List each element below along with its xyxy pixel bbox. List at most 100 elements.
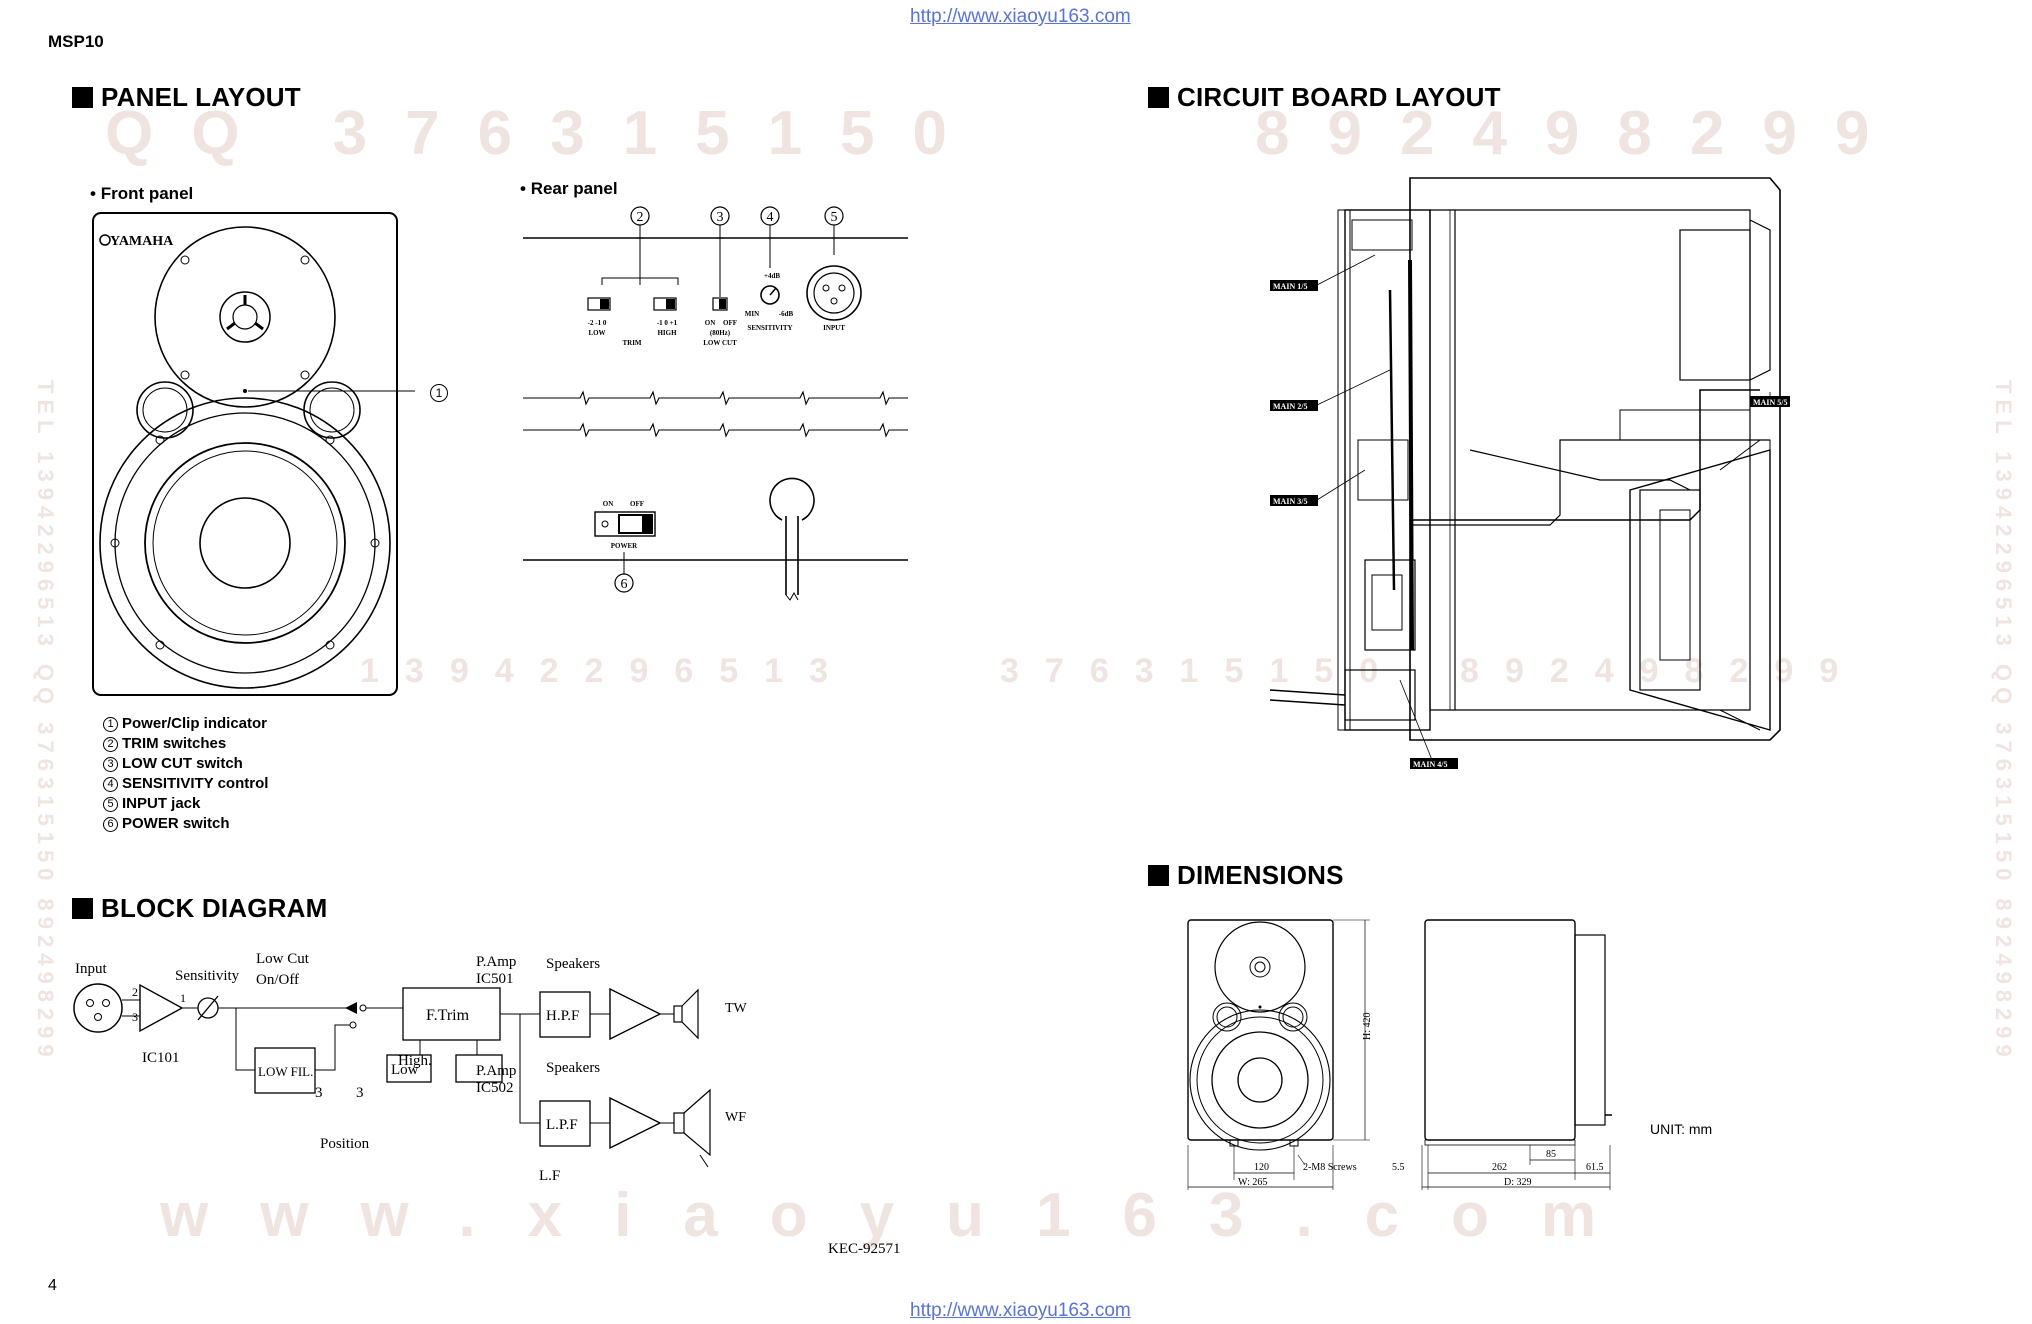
svg-text:TW: TW [725,1001,748,1016]
dimensions-drawing: H: 420 120 W: 265 2-M8 Screws 5.5 262 85… [1187,919,1612,1190]
svg-text:TRIM: TRIM [622,339,641,347]
svg-text:L.F: L.F [539,1168,560,1184]
woofer-side [1629,449,1771,731]
transformer [1364,559,1416,651]
svg-text:W: 265: W: 265 [1238,1177,1267,1188]
sensitivity-knob [760,285,780,305]
xlr-input-symbol [73,983,123,1033]
footer-url-link[interactable]: http://www.xiaoyu163.com [910,1300,1131,1321]
svg-text:6: 6 [621,577,628,592]
port-right [303,381,361,439]
svg-text:H: 420: H: 420 [1362,1013,1373,1041]
main-3-board [1357,439,1409,501]
svg-text:OFF: OFF [723,319,737,327]
watermark-side-right: TEL 13942296513 QQ 376315150 892498299 [1991,380,2016,1063]
svg-text:2: 2 [637,210,644,225]
main-1-board [1351,219,1413,251]
svg-text:61.5: 61.5 [1586,1162,1604,1173]
unit-label: UNIT: mm [1650,1121,1713,1137]
svg-text:Sensitivity: Sensitivity [175,968,240,984]
section-square-icon [72,898,93,919]
watermark-qq-left: QQ 376315150 [105,99,986,168]
front-view [1187,919,1334,1141]
power-clip-indicator [243,389,247,393]
svg-text:MAIN 1/5: MAIN 1/5 [1273,282,1307,291]
svg-text:-2 -1 0: -2 -1 0 [588,319,607,327]
lowcut-switch [712,297,728,311]
svg-text:MAIN 4/5: MAIN 4/5 [1413,760,1447,769]
svg-text:262: 262 [1492,1162,1507,1173]
svg-text:F.Trim: F.Trim [426,1007,470,1024]
svg-text:MIN: MIN [745,310,759,318]
panel-layout-title: PANEL LAYOUT [72,82,301,113]
svg-text:5.5: 5.5 [1392,1162,1405,1173]
svg-text:Position: Position [320,1136,370,1152]
circuit-board-title: CIRCUIT BOARD LAYOUT [1148,82,1501,113]
woofer-speaker-icon [673,1112,685,1134]
front-panel-drawing: YAMAHA [92,212,415,696]
svg-text:ON: ON [603,500,614,508]
trim-low-switch [587,297,611,311]
svg-text:Low Cut: Low Cut [256,951,310,967]
svg-text:5: 5 [831,210,838,225]
svg-text:Speakers: Speakers [546,956,600,972]
svg-text:Input: Input [75,961,107,977]
callout-1: 1 [430,384,448,402]
svg-text:IC101: IC101 [142,1050,180,1066]
dimensions-title: DIMENSIONS [1148,860,1344,891]
section-square-icon [1148,87,1169,108]
header-url-link[interactable]: http://www.xiaoyu163.com [910,6,1131,27]
model-label: MSP10 [48,32,104,51]
watermark-qq-right: 892498299 [1255,99,1908,168]
side-view [1424,919,1576,1141]
svg-text:MAIN 5/5: MAIN 5/5 [1753,398,1787,407]
block-diagram-title: BLOCK DIAGRAM [72,893,327,924]
tweeter-plate [154,226,336,408]
main-2-board [1408,259,1414,651]
svg-text:3: 3 [315,1085,323,1101]
svg-text:85: 85 [1546,1149,1556,1160]
svg-text:IC501: IC501 [476,971,514,987]
page-number: 4 [48,1277,57,1294]
svg-text:1: 1 [180,991,186,1005]
svg-text:3: 3 [132,1010,138,1024]
rear-panel-label: • Rear panel [520,179,618,198]
svg-text:Speakers: Speakers [546,1060,600,1076]
svg-text:P.Amp: P.Amp [476,954,516,970]
svg-text:MAIN 2/5: MAIN 2/5 [1273,402,1307,411]
svg-text:+4dB: +4dB [764,272,780,280]
svg-text:HIGH: HIGH [657,329,677,337]
svg-text:-6dB: -6dB [779,310,794,318]
main-4-board [1344,669,1416,721]
svg-text:On/Off: On/Off [256,972,299,988]
svg-text:IC502: IC502 [476,1080,514,1096]
svg-text:L.P.F: L.P.F [546,1117,578,1133]
yamaha-logo: YAMAHA [110,234,174,249]
xlr-input-jack [806,265,862,321]
doc-code: KEC-92571 [828,1241,901,1257]
svg-text:3: 3 [717,210,724,225]
svg-text:LOW CUT: LOW CUT [703,339,737,347]
tweeter-speaker-icon [673,1005,683,1023]
svg-text:Low: Low [391,1062,419,1078]
ic502-amp [609,1096,662,1150]
svg-text:H.P.F: H.P.F [546,1008,579,1024]
section-square-icon [72,87,93,108]
block-diagram-drawing: Input 2 3 Sensitivity 1 IC101 Low Cut On… [73,951,748,1184]
svg-text:P.Amp: P.Amp [476,1063,516,1079]
svg-text:POWER: POWER [611,542,638,550]
tweeter-side [1679,229,1751,381]
section-square-icon [1148,865,1169,886]
svg-text:OFF: OFF [630,500,644,508]
ic501-amp [609,987,662,1041]
svg-text:High.: High. [398,1053,432,1069]
woofer-dustcap [199,497,291,589]
port-left [136,381,194,439]
